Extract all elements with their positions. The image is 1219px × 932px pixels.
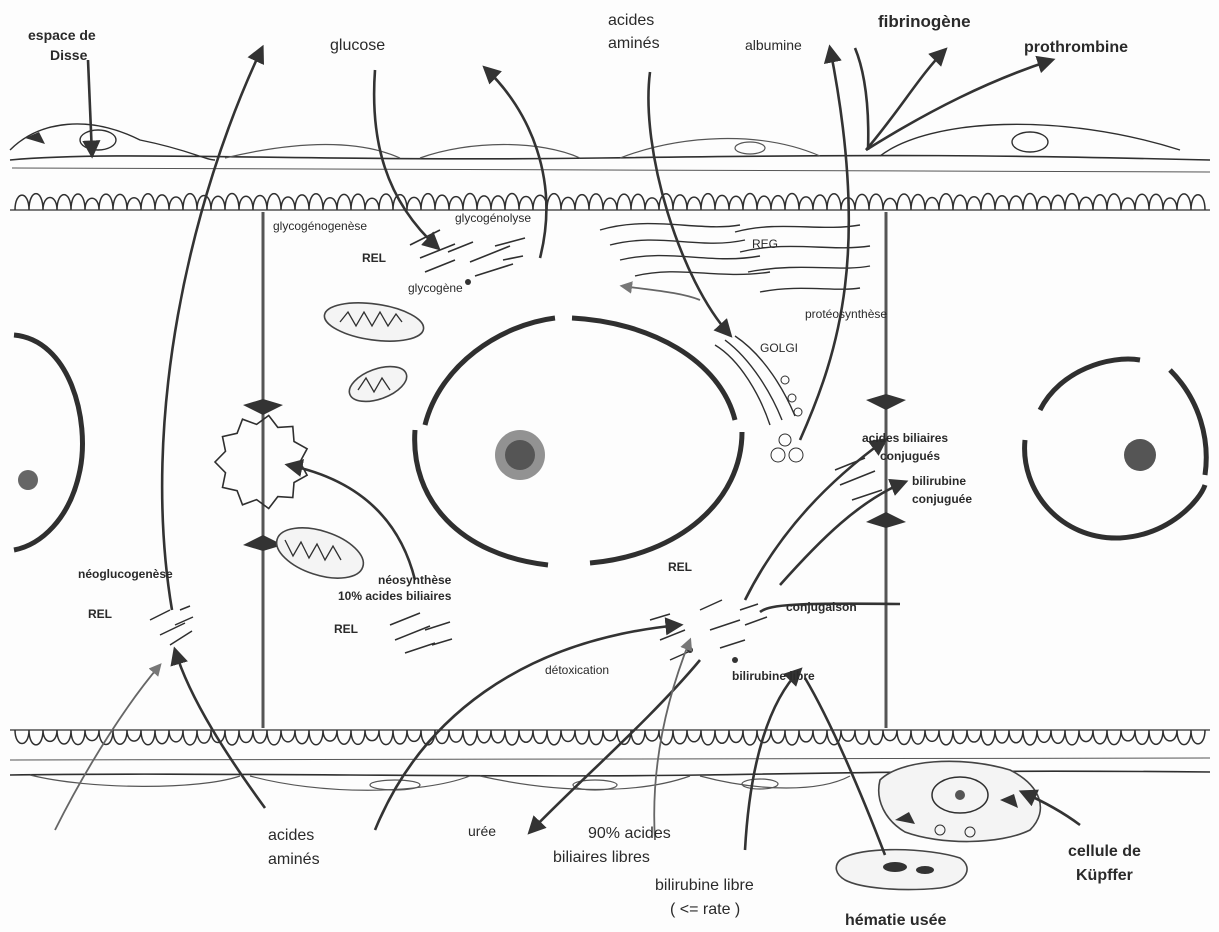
label-neoglucogenese: néoglucogenèse	[78, 567, 173, 581]
rel-mid	[390, 613, 452, 653]
label-acides-biliaires-libres-1: 90% acides	[588, 825, 671, 842]
rel-center	[650, 600, 767, 663]
cell-junctions	[243, 212, 906, 728]
label-acides-top-1: acides	[608, 12, 654, 29]
label-fibrinogene: fibrinogène	[878, 12, 971, 31]
bottom-microvilli	[10, 730, 1210, 745]
top-microvilli	[10, 194, 1210, 210]
label-albumine: albumine	[745, 37, 802, 53]
right-nucleus	[1025, 359, 1207, 538]
reg-stacks	[600, 224, 870, 292]
label-acides-bottom-2: aminés	[268, 851, 320, 868]
central-nucleus	[415, 318, 742, 565]
kupffer-cell	[879, 761, 1041, 841]
label-acides-biliaires-conj-1: acides biliaires	[862, 431, 948, 445]
left-nucleus	[14, 335, 82, 550]
label-cellule-de: cellule de	[1068, 843, 1141, 860]
label-reg: REG	[752, 237, 778, 251]
label-bilirubine-conj-1: bilirubine	[912, 474, 966, 488]
label-acides-biliaires-conj-2: conjugués	[880, 449, 940, 463]
label-uree: urée	[468, 823, 496, 839]
label-bilirubine-libre-bottom-1: bilirubine libre	[655, 877, 754, 894]
label-conjugaison: conjugaison	[786, 600, 857, 614]
erythrocyte	[836, 850, 967, 890]
label-proteosynthese: protéosynthèse	[805, 307, 887, 321]
label-neosynthese-2: 10% acides biliaires	[338, 589, 452, 603]
label-bilirubine-conj-2: conjuguée	[912, 492, 972, 506]
label-neosynthese-1: néosynthèse	[378, 573, 452, 587]
label-rel-center: REL	[668, 560, 692, 574]
bile-canaliculus	[215, 416, 307, 509]
label-glycogenolyse: glycogénolyse	[455, 211, 531, 225]
label-rel-top: REL	[362, 251, 386, 265]
label-golgi: GOLGI	[760, 341, 798, 355]
label-espace-de: espace de	[28, 27, 96, 43]
label-glucose: glucose	[330, 37, 385, 54]
label-kupffer: Küpffer	[1076, 867, 1133, 884]
rel-left	[150, 606, 193, 645]
label-acides-biliaires-libres-2: biliaires libres	[553, 849, 650, 866]
label-acides-top-2: aminés	[608, 35, 660, 52]
top-sinusoid	[10, 124, 1210, 172]
label-rel-mid: REL	[334, 622, 358, 636]
label-rel-left: REL	[88, 607, 112, 621]
label-hematie-usee: hématie usée	[845, 912, 946, 929]
label-acides-bottom-1: acides	[268, 827, 314, 844]
label-prothrombine: prothrombine	[1024, 39, 1128, 56]
label-bilirubine-libre-mid: bilirubine libre	[732, 669, 815, 683]
label-glycogene: glycogène	[408, 281, 463, 295]
label-disse: Disse	[50, 47, 88, 63]
bile-vesicles-right	[835, 458, 882, 500]
label-detoxication: détoxication	[545, 663, 609, 677]
label-bilirubine-libre-bottom-2: ( <= rate )	[670, 901, 740, 918]
label-glycogenogenese: glycogénogenèse	[273, 219, 367, 233]
